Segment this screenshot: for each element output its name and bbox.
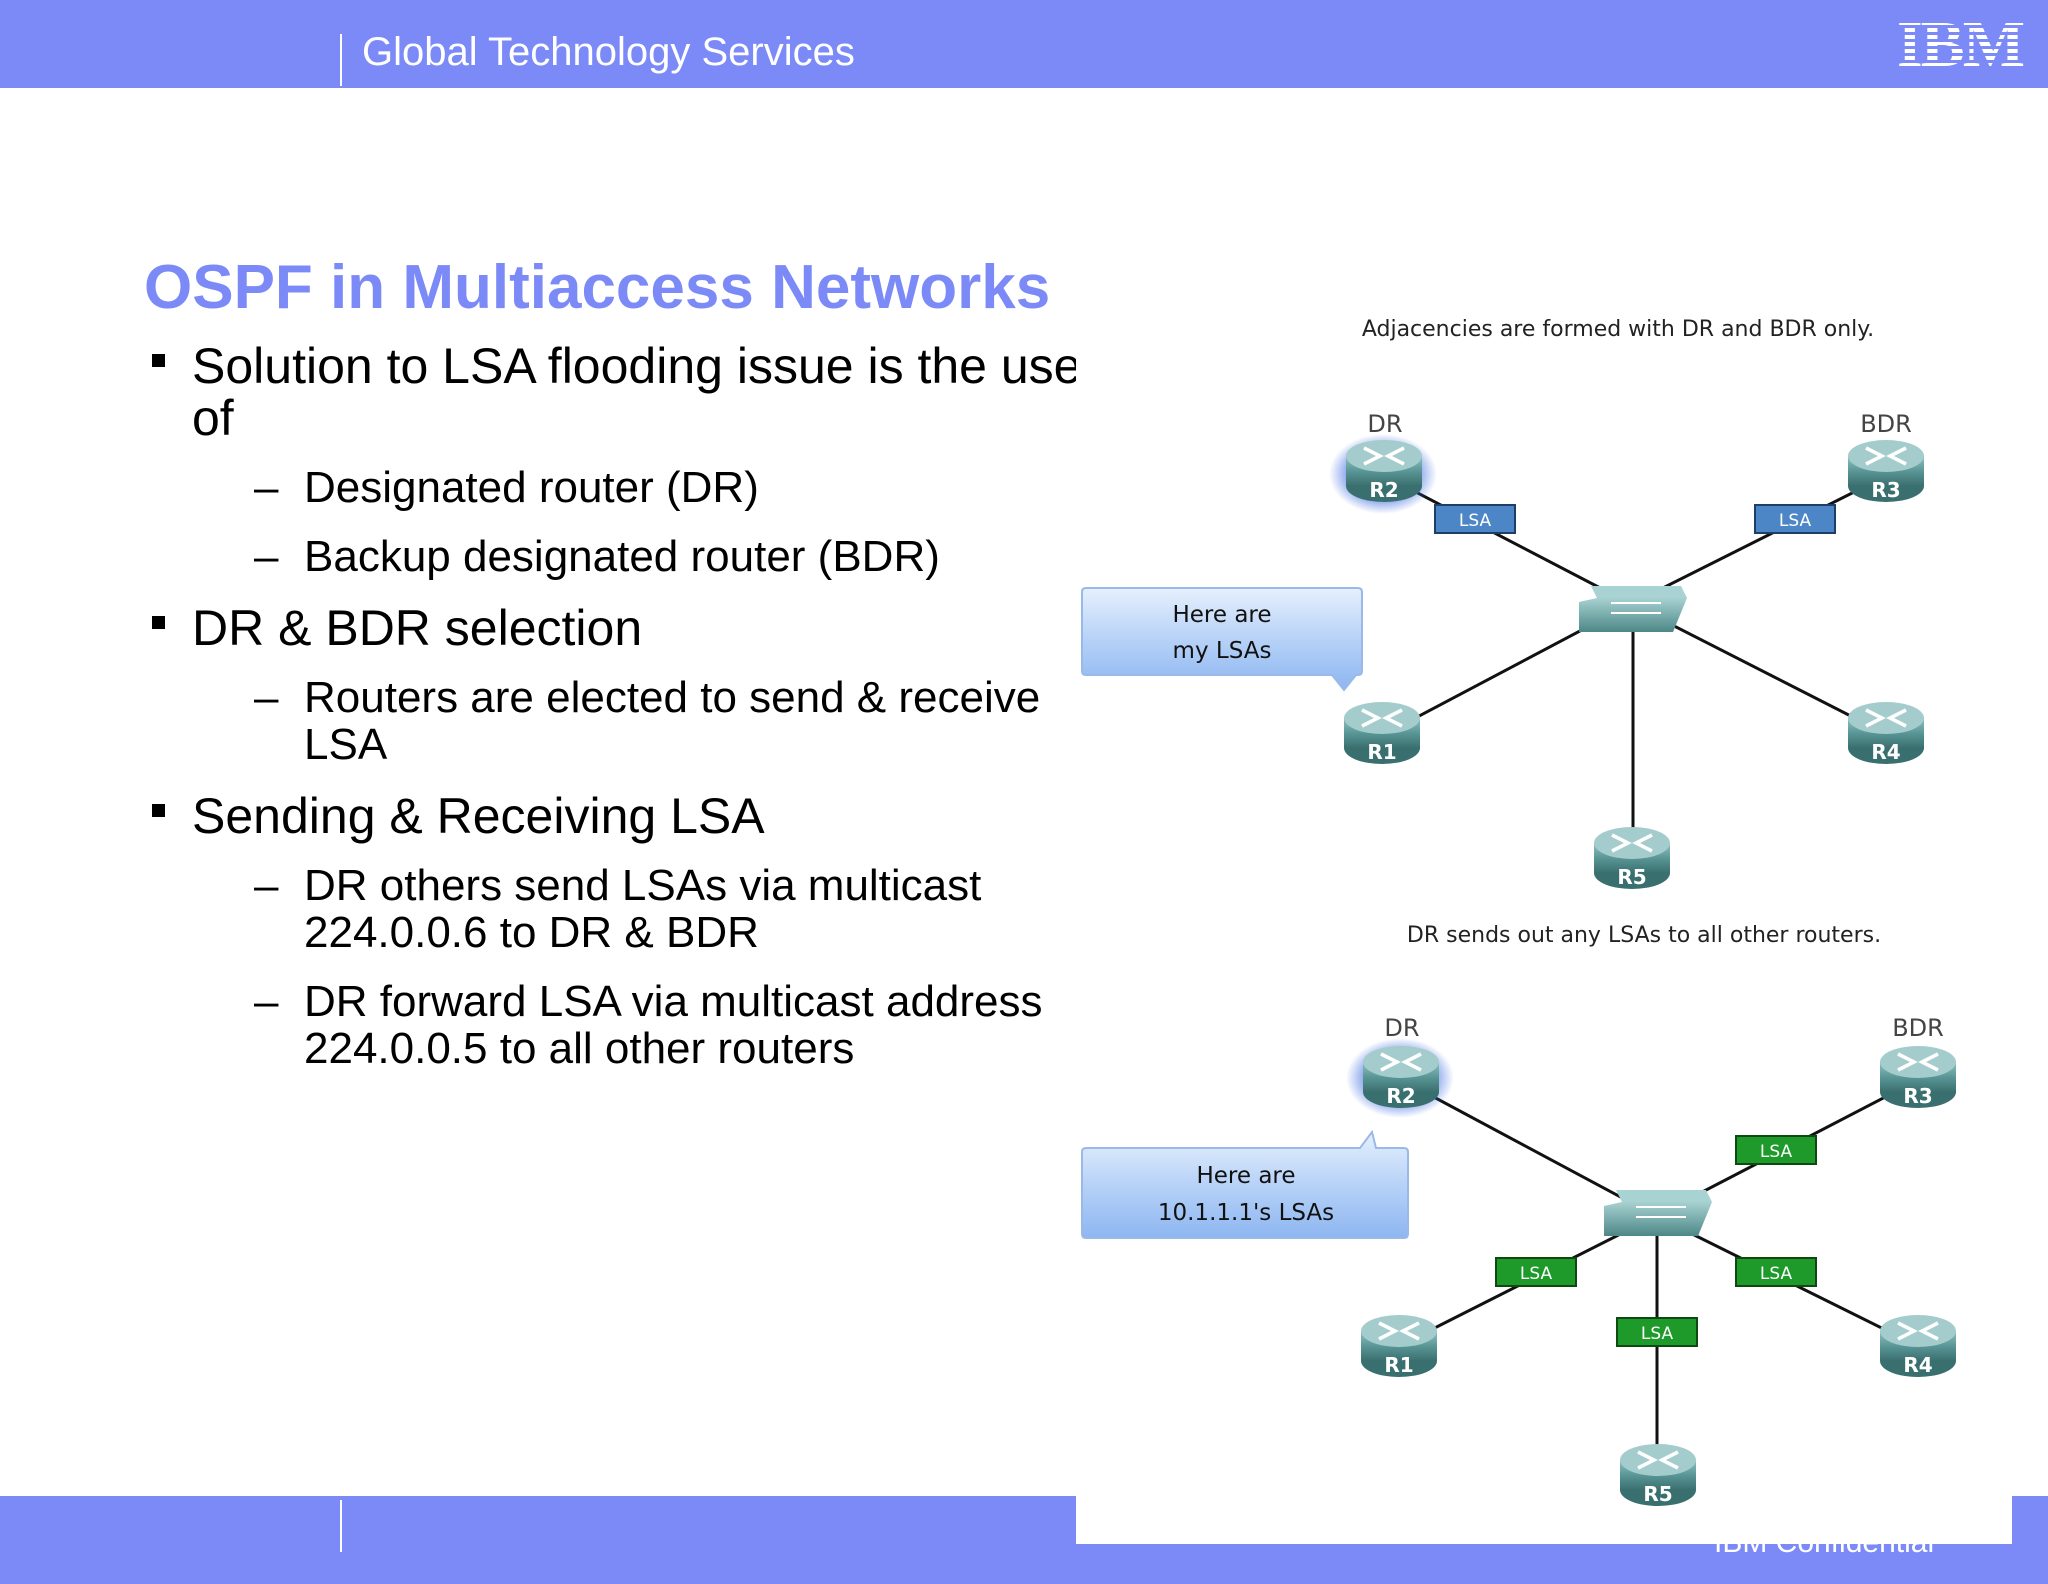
dash-marker: – (254, 977, 279, 1026)
router-label: R4 (1871, 740, 1900, 764)
bottom-dr-label: DR (1384, 1014, 1419, 1042)
top-router-r1: R1 (1342, 700, 1422, 766)
sub-bullet-item: –DR forward LSA via multicast address 22… (144, 978, 1124, 1072)
sub-bullet-item: –Backup designated router (BDR) (144, 533, 1124, 580)
lsa-label: LSA (1459, 511, 1492, 531)
top-speech-bubble: Here are my LSAs (1081, 587, 1363, 692)
router-label: R2 (1386, 1084, 1415, 1108)
sub-bullet-text: Routers are elected to send & receive LS… (304, 673, 1041, 769)
header-divider (340, 34, 342, 86)
bottom-switch (1604, 1190, 1712, 1236)
dash-marker: – (254, 673, 279, 722)
bottom-lsa-tag: LSA (1616, 1317, 1698, 1347)
router-label: R4 (1903, 1353, 1932, 1377)
lsa-label: LSA (1641, 1324, 1674, 1344)
top-lsa-tag: LSA (1434, 504, 1516, 534)
top-dr-label: DR (1367, 410, 1402, 438)
lsa-label: LSA (1779, 511, 1812, 531)
router-label: R1 (1367, 740, 1396, 764)
header-bar: Global Technology Services IBM (0, 0, 2048, 88)
sub-bullet-item: –DR others send LSAs via multicast 224.0… (144, 862, 1044, 956)
sub-bullet-text: Designated router (DR) (304, 463, 759, 512)
bubble-line: Here are (1172, 602, 1271, 628)
sub-bullet-text: DR others send LSAs via multicast 224.0.… (304, 861, 982, 957)
router-label: R2 (1369, 478, 1398, 502)
bubble-line: 10.1.1.1's LSAs (1158, 1200, 1334, 1226)
top-lsa-tag: LSA (1754, 504, 1836, 534)
sub-bullet-item: –Designated router (DR) (144, 464, 1124, 511)
router-label: R5 (1617, 865, 1646, 889)
bullet-list: Solution to LSA flooding issue is the us… (144, 340, 1124, 1094)
bottom-router-r2: R2 (1361, 1044, 1441, 1110)
footer-divider (340, 1500, 342, 1552)
lsa-label: LSA (1520, 1264, 1553, 1284)
bottom-lsa-tag: LSA (1735, 1257, 1817, 1287)
top-caption: Adjacencies are formed with DR and BDR o… (1362, 317, 1874, 342)
bottom-router-r5: R5 (1618, 1442, 1698, 1508)
top-bdr-label: BDR (1860, 410, 1912, 438)
router-label: R1 (1384, 1353, 1413, 1377)
slide-title: OSPF in Multiaccess Networks (144, 253, 1051, 322)
lsa-label: LSA (1760, 1142, 1793, 1162)
top-switch (1579, 586, 1687, 632)
bottom-lsa-tag: LSA (1735, 1135, 1817, 1165)
bullet-item: Sending & Receiving LSA (144, 790, 1124, 842)
bottom-speech-bubble: Here are 10.1.1.1's LSAs (1081, 1129, 1409, 1239)
ibm-logo: IBM (1897, 14, 2026, 72)
bubble-line: my LSAs (1173, 638, 1272, 664)
bullet-marker (152, 616, 165, 629)
bottom-lsa-tag: LSA (1495, 1257, 1577, 1287)
bottom-links (1398, 1078, 1919, 1474)
top-router-r2: R2 (1344, 438, 1424, 504)
top-router-r3: R3 (1846, 438, 1926, 504)
lsa-label: LSA (1760, 1264, 1793, 1284)
bottom-router-r3: R3 (1878, 1044, 1958, 1110)
sub-bullet-item: –Routers are elected to send & receive L… (144, 674, 1044, 768)
router-label: R5 (1643, 1482, 1672, 1506)
top-router-r5: R5 (1592, 825, 1672, 891)
bullet-marker (152, 804, 165, 817)
bottom-router-r1: R1 (1359, 1313, 1439, 1379)
bottom-router-r4: R4 (1878, 1313, 1958, 1379)
bullet-item: DR & BDR selection (144, 602, 1124, 654)
top-router-r4: R4 (1846, 700, 1926, 766)
bullet-text: Solution to LSA flooding issue is the us… (192, 338, 1082, 446)
sub-bullet-text: DR forward LSA via multicast address 224… (304, 977, 1043, 1073)
bullet-text: DR & BDR selection (192, 600, 643, 656)
dash-marker: – (254, 861, 279, 910)
bullet-text: Sending & Receiving LSA (192, 788, 765, 844)
router-label: R3 (1871, 478, 1900, 502)
svg-text:IBM: IBM (1897, 14, 2024, 72)
dash-marker: – (254, 532, 279, 581)
bubble-line: Here are (1196, 1163, 1295, 1189)
bullet-marker (152, 354, 165, 367)
brand-name: Global Technology Services (362, 30, 855, 74)
sub-bullet-text: Backup designated router (BDR) (304, 532, 940, 581)
bottom-bdr-label: BDR (1892, 1014, 1944, 1042)
bottom-caption: DR sends out any LSAs to all other route… (1407, 923, 1881, 948)
dash-marker: – (254, 463, 279, 512)
ospf-diagram: Adjacencies are formed with DR and BDR o… (1076, 306, 2012, 1544)
router-label: R3 (1903, 1084, 1932, 1108)
bullet-item: Solution to LSA flooding issue is the us… (144, 340, 1124, 444)
